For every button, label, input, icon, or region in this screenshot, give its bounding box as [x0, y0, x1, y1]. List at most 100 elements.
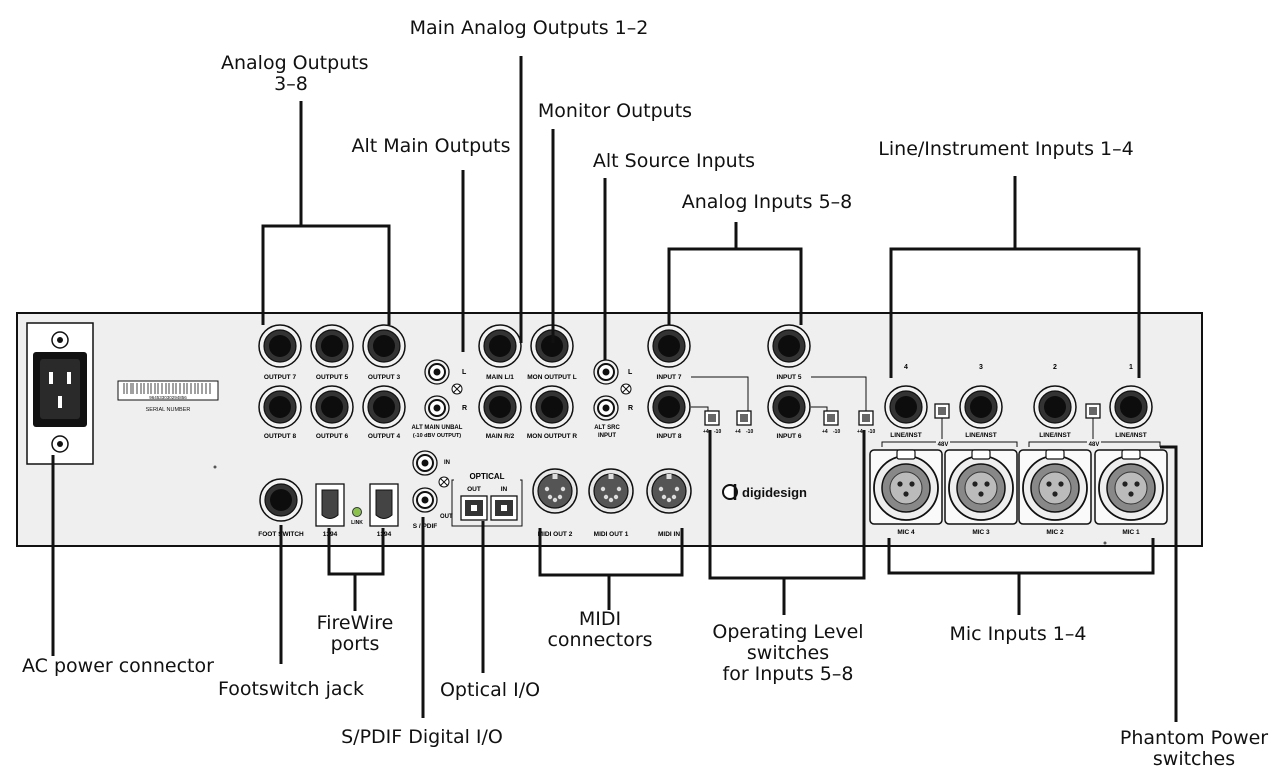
brand-name: digidesign	[742, 485, 807, 500]
callout-analog-outputs-line-1: Analog Outputs	[221, 52, 369, 74]
callout-mic-inputs: Mic Inputs 1–4	[949, 623, 1087, 645]
output-8-label: OUTPUT 8	[264, 433, 297, 440]
midi-out-2-label: MIDI OUT 2	[538, 531, 573, 538]
line-inst-inputs: 4 3 2 1 LINE/INST LINE/INST LINE/INST LI…	[884, 364, 1153, 439]
output-3-label: OUTPUT 3	[368, 374, 401, 381]
main-monitor-outputs: MAIN L/1 MON OUTPUT L MAIN R/2 MON OUTPU…	[478, 324, 577, 440]
midi-connectors: MIDI OUT 2 MIDI OUT 1 MIDI IN	[532, 468, 692, 538]
output-4-label: OUTPUT 4	[368, 433, 401, 440]
callout-firewire-line-1: FireWire	[316, 612, 394, 634]
alt-src-l-label: L	[628, 369, 633, 376]
callout-operating-level: Operating Level switches for Inputs 5–8	[700, 622, 876, 685]
serial-sticker: 964533030294856 SERIAL NUMBER	[117, 380, 219, 413]
level-plus4-label: +4	[822, 429, 828, 435]
callout-ac-power: AC power connector	[22, 655, 214, 677]
spdif-io: IN OUT S / PDIF	[412, 450, 453, 530]
spdif-in-label: IN	[444, 460, 450, 466]
alt-main-r-label: R	[462, 405, 467, 412]
input-6-label: INPUT 6	[777, 433, 802, 440]
output-7-label: OUTPUT 7	[264, 374, 297, 381]
midi-out-1-label: MIDI OUT 1	[594, 531, 629, 538]
level-minus10-label: -10	[714, 429, 721, 435]
mon-output-r-label: MON OUTPUT R	[527, 433, 577, 440]
alt-source-rca-inputs: L R ALT SRC INPUT	[593, 359, 633, 439]
optical-title: OPTICAL	[469, 472, 504, 481]
channel-3-number: 3	[979, 364, 983, 371]
optical-in-label: IN	[501, 486, 508, 493]
midi-in-label: MIDI IN	[658, 531, 680, 538]
mic-4-label: MIC 4	[897, 529, 915, 536]
callout-analog-outputs-line-2: 3–8	[274, 73, 308, 95]
level-minus10-label: -10	[868, 429, 875, 435]
digidesign-logo: digidesign	[722, 484, 807, 500]
line-inst-2-label: LINE/INST	[1039, 432, 1070, 439]
alt-main-rca-outputs: L R ALT MAIN UNBAL (-10 dBV OUTPUT)	[412, 359, 467, 439]
callout-monitor-outputs: Monitor Outputs	[537, 100, 693, 122]
operating-level-switches: +4 -10 +4 -10 +4 -10 +4 -10	[703, 410, 875, 435]
line-inst-4-label: LINE/INST	[890, 432, 921, 439]
callout-midi-line-2: connectors	[547, 629, 653, 651]
callout-phantom-line-2: switches	[1152, 748, 1236, 770]
alt-src-label: ALT SRC	[594, 425, 620, 431]
callout-firewire-line-2: ports	[330, 633, 380, 655]
callout-main-analog-outputs: Main Analog Outputs 1–2	[409, 17, 649, 39]
callout-footswitch: Footswitch jack	[217, 678, 365, 700]
phantom-48v-label-a: 48V	[938, 442, 949, 448]
callout-phantom-line-1: Phantom Power	[1119, 727, 1269, 749]
callout-midi-line-1: MIDI	[578, 608, 622, 630]
channel-2-number: 2	[1053, 364, 1057, 371]
level-plus4-label: +4	[735, 429, 741, 435]
spdif-label: S / PDIF	[413, 523, 438, 530]
callout-operating-level-line-3: for Inputs 5–8	[722, 663, 854, 685]
callout-midi: MIDI connectors	[540, 609, 660, 651]
firewire-ports: 1394 1394 LINK	[315, 483, 399, 538]
link-label: LINK	[351, 520, 363, 526]
callout-optical: Optical I/O	[439, 679, 541, 701]
output-6-label: OUTPUT 6	[316, 433, 349, 440]
level-minus10-label: -10	[746, 429, 753, 435]
level-plus4-label: +4	[857, 429, 863, 435]
alt-src-r-label: R	[628, 405, 633, 412]
analog-outputs-3-8: OUTPUT 7 OUTPUT 5 OUTPUT 3 OUTPUT 8 OUTP…	[258, 324, 406, 440]
optical-io: OPTICAL OUT IN	[451, 472, 523, 527]
channel-4-number: 4	[904, 364, 908, 371]
optical-out-label: OUT	[467, 486, 481, 493]
callout-alt-main-outputs: Alt Main Outputs	[351, 135, 511, 157]
input-7-label: INPUT 7	[657, 374, 682, 381]
ac-power-inlet	[26, 322, 94, 465]
callout-operating-level-line-2: switches	[746, 642, 830, 664]
output-5-label: OUTPUT 5	[316, 374, 349, 381]
channel-1-number: 1	[1129, 364, 1133, 371]
spdif-out-label: OUT	[440, 514, 453, 520]
line-inst-3-label: LINE/INST	[965, 432, 996, 439]
mic-inputs: MIC 4 MIC 3 MIC 2 MIC 1	[869, 449, 1168, 536]
input-8-label: INPUT 8	[657, 433, 682, 440]
main-r2-label: MAIN R/2	[486, 433, 515, 440]
callout-firewire: FireWire ports	[305, 613, 405, 655]
leader-lines	[51, 56, 1178, 722]
line-inst-1-label: LINE/INST	[1115, 432, 1146, 439]
level-plus4-label: +4	[703, 429, 709, 435]
callout-alt-source-inputs: Alt Source Inputs	[592, 150, 756, 172]
callout-analog-inputs-5-8: Analog Inputs 5–8	[681, 191, 853, 213]
callout-operating-level-line-1: Operating Level	[712, 621, 864, 643]
phantom-power-switches: 48V 48V	[881, 403, 1161, 448]
mic-3-label: MIC 3	[972, 529, 990, 536]
callout-phantom: Phantom Power switches	[1112, 728, 1276, 770]
alt-main-l-label: L	[462, 369, 467, 376]
alt-main-unbal-sub-label: (-10 dBV OUTPUT)	[413, 433, 461, 439]
callout-line-inst-inputs: Line/Instrument Inputs 1–4	[878, 138, 1134, 160]
alt-src-sub-label: INPUT	[598, 433, 616, 439]
serial-number-text: 964533030294856	[149, 395, 187, 400]
callout-analog-outputs-3-8: Analog Outputs 3–8	[221, 52, 369, 95]
serial-label: SERIAL NUMBER	[146, 407, 191, 413]
alt-main-unbal-label: ALT MAIN UNBAL	[412, 425, 463, 431]
mic-2-label: MIC 2	[1046, 529, 1064, 536]
link-led	[352, 507, 362, 517]
input-5-label: INPUT 5	[777, 374, 802, 381]
callout-spdif: S/PDIF Digital I/O	[341, 726, 503, 748]
level-minus10-label: -10	[833, 429, 840, 435]
main-l1-label: MAIN L/1	[486, 374, 514, 381]
